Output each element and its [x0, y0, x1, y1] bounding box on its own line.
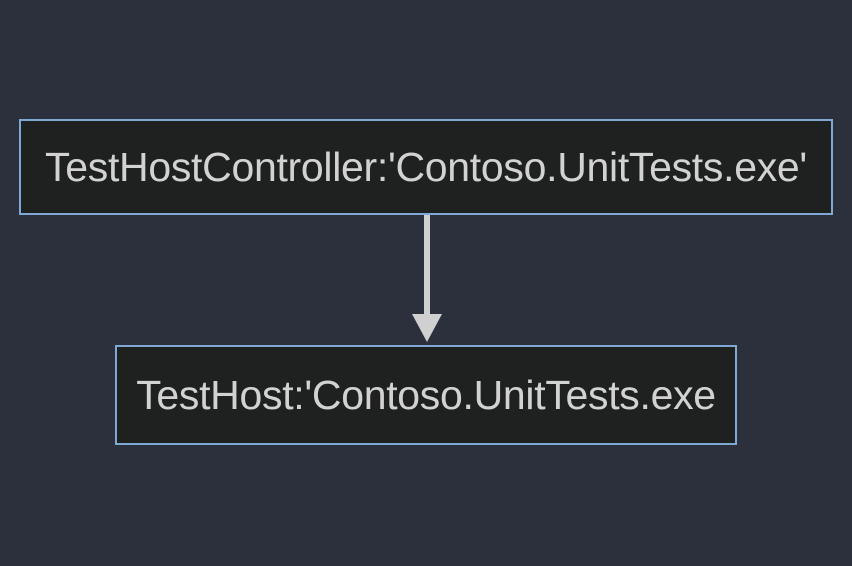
edge-testhostcontroller-to-testhost — [412, 215, 442, 342]
graph-node-testhostcontroller[interactable]: TestHostController:'Contoso.UnitTests.ex… — [19, 119, 833, 215]
graph-node-label: TestHost:'Contoso.UnitTests.exe — [136, 371, 716, 418]
graph-node-testhost[interactable]: TestHost:'Contoso.UnitTests.exe — [115, 345, 737, 445]
graph-node-label: TestHostController:'Contoso.UnitTests.ex… — [45, 143, 807, 190]
edge-arrowhead-icon — [412, 314, 442, 342]
